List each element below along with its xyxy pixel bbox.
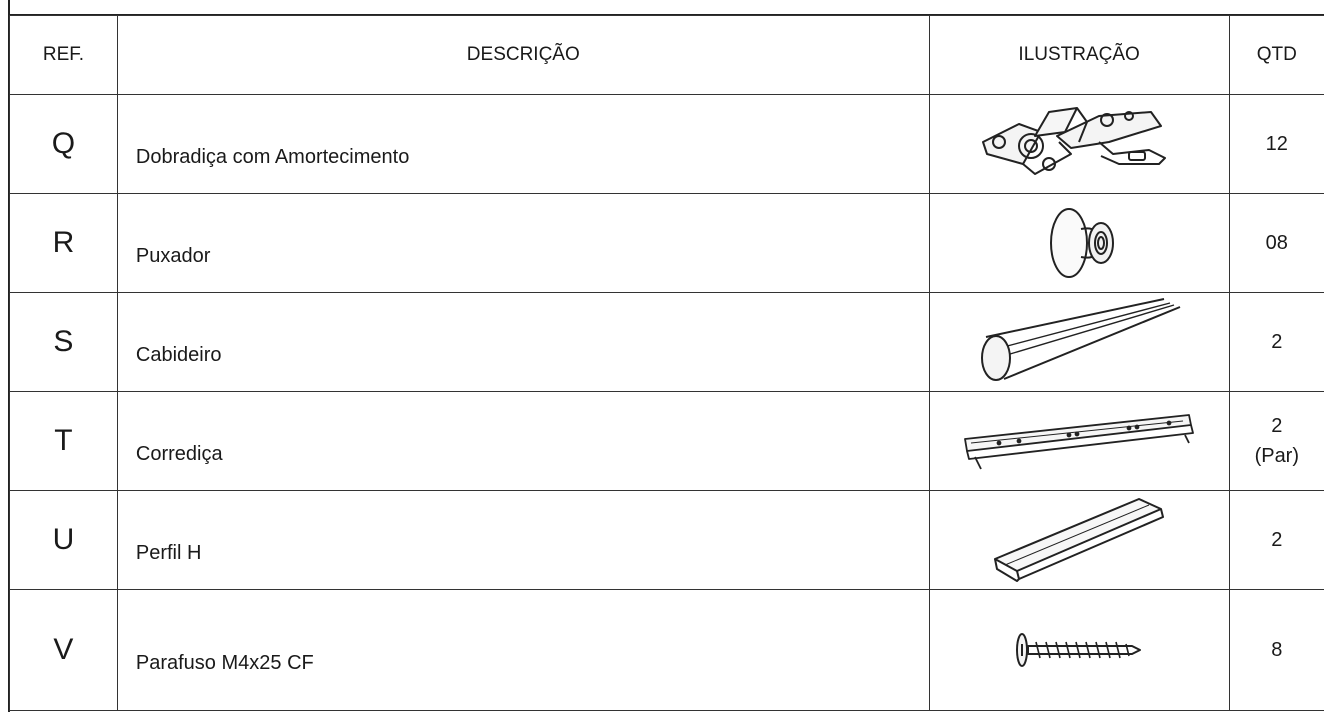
qty-value: 2	[1271, 529, 1283, 551]
header-ref: REF.	[9, 15, 118, 95]
table-row: T Corrediça	[9, 391, 1324, 491]
row-ref: V	[9, 589, 118, 711]
header-description: DESCRIÇÃO	[116, 15, 930, 95]
qty-value: 2	[1271, 331, 1283, 353]
qty-value: 8	[1271, 639, 1283, 661]
qty-value: 08	[1265, 232, 1288, 254]
row-ref: R	[9, 193, 118, 293]
row-description: Cabideiro	[116, 292, 930, 392]
row-ref: U	[9, 490, 118, 590]
header-qty: QTD	[1228, 15, 1324, 95]
row-illustration	[928, 193, 1230, 293]
header-row: REF. DESCRIÇÃO ILUSTRAÇÃO QTD	[9, 15, 1324, 95]
header-illustration: ILUSTRAÇÃO	[928, 15, 1230, 95]
row-qty: 08	[1228, 193, 1324, 293]
row-qty: 2	[1228, 490, 1324, 590]
row-ref: T	[9, 391, 118, 491]
screw-icon	[1016, 633, 1142, 667]
row-ref: Q	[9, 94, 118, 194]
qty-value: 2	[1271, 415, 1283, 437]
row-illustration	[928, 589, 1230, 711]
qty-unit: (Par)	[1254, 445, 1300, 467]
table-row: Q Dobradiça com Amortecimento	[9, 94, 1324, 194]
row-illustration	[928, 391, 1230, 491]
parts-table: REF. DESCRIÇÃO ILUSTRAÇÃO QTD Q Dobradiç…	[9, 15, 1324, 711]
row-description: Corrediça	[116, 391, 930, 491]
qty-value: 12	[1265, 133, 1288, 155]
row-illustration	[928, 94, 1230, 194]
row-illustration	[928, 490, 1230, 590]
row-ref: S	[9, 292, 118, 392]
row-qty: 12	[1228, 94, 1324, 194]
concealed-hinge-icon	[982, 107, 1167, 175]
table-row: V Parafuso M4x25 CF 8	[9, 589, 1324, 711]
row-illustration	[928, 292, 1230, 392]
row-qty: 2	[1228, 292, 1324, 392]
row-qty: 2 (Par)	[1228, 391, 1324, 491]
row-description: Dobradiça com Amortecimento	[116, 94, 930, 194]
row-description: Parafuso M4x25 CF	[116, 589, 930, 711]
knob-icon	[1050, 208, 1115, 278]
hanging-rail-icon	[981, 298, 1181, 381]
left-border	[8, 0, 10, 712]
table-row: R Puxador 08	[9, 193, 1324, 293]
table-row: S Cabideiro 2	[9, 292, 1324, 392]
h-profile-icon	[994, 498, 1165, 582]
row-qty: 8	[1228, 589, 1324, 711]
table-row: U Perfil H 2	[9, 490, 1324, 590]
row-description: Perfil H	[116, 490, 930, 590]
row-description: Puxador	[116, 193, 930, 293]
drawer-slide-icon	[964, 414, 1195, 470]
